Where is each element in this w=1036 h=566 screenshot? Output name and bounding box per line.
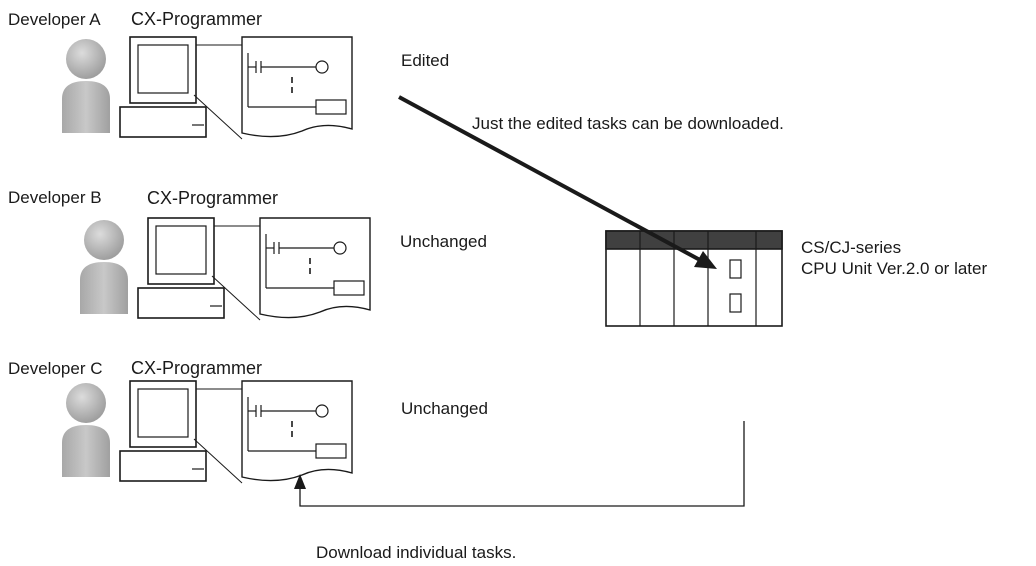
download-edited-arrow [398,95,717,269]
plc-rack [605,230,783,327]
developer-c-tool: CX-Programmer [131,358,263,378]
plc-series-label: CS/CJ-series [801,238,902,257]
workstation-developer-b [79,217,371,321]
developer-a-label: Developer A [8,10,101,29]
plc-version-label: CPU Unit Ver.2.0 or later [801,259,988,278]
developer-b-status: Unchanged [400,232,487,251]
workstation-developer-c [61,380,353,484]
developer-b-label: Developer B [8,188,102,207]
download-edited-note: Just the edited tasks can be downloaded. [472,114,784,133]
developer-a-tool: CX-Programmer [131,9,263,29]
download-individual-note: Download individual tasks. [316,543,517,562]
workstation-developer-a [61,36,353,140]
developer-c-label: Developer C [8,359,103,378]
developer-b-tool: CX-Programmer [147,188,279,208]
developer-c-status: Unchanged [401,399,488,418]
download-individual-arrow [294,421,745,507]
developer-a-status: Edited [401,51,450,70]
